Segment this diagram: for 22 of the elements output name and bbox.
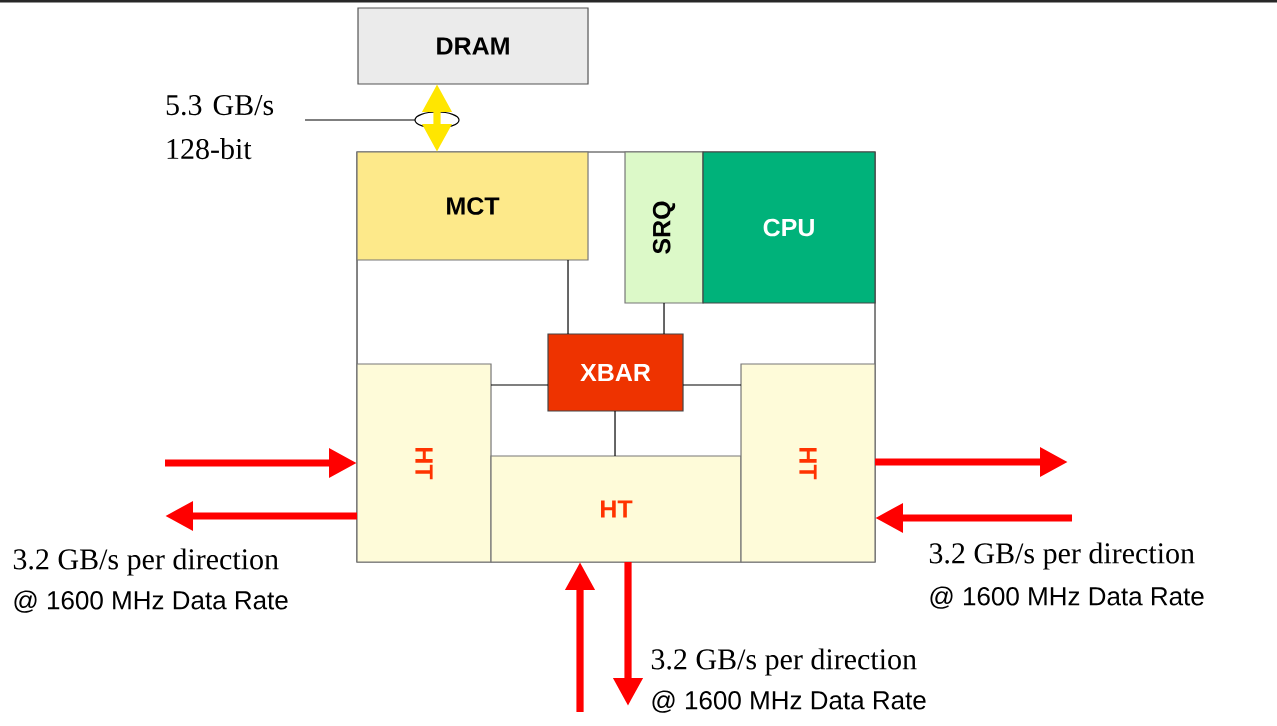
leader-line [304, 119, 416, 121]
link-box: HT [740, 363, 876, 563]
bandwidth-label: 3.2 GB/s per direction [651, 648, 917, 676]
bandwidth-label: 3.2 GB/s per direction [13, 548, 279, 576]
connector-line [490, 384, 549, 386]
controller-box: MCT [356, 151, 589, 261]
queue-box: SRQ [624, 151, 704, 304]
link-box: HT [490, 455, 742, 563]
data-rate-label: @ 1600 MHz Data Rate [14, 590, 288, 613]
data-rate-label: @ 1600 MHz Data Rate [930, 586, 1204, 609]
cpu-box: CPU [702, 151, 876, 304]
memory-box: DRAM [357, 7, 589, 85]
bandwidth-label: 5.3 GB/s 128-bit [166, 95, 274, 160]
connector-line [567, 259, 569, 335]
connector-line [663, 302, 665, 335]
crossbar-box: XBAR [547, 333, 684, 412]
leader-ellipse [414, 111, 460, 129]
connector-line [614, 410, 616, 457]
link-box: HT [356, 363, 492, 563]
data-rate-label: @ 1600 MHz Data Rate [652, 690, 926, 713]
connector-line [682, 384, 742, 386]
bandwidth-label: 3.2 GB/s per direction [929, 542, 1195, 570]
